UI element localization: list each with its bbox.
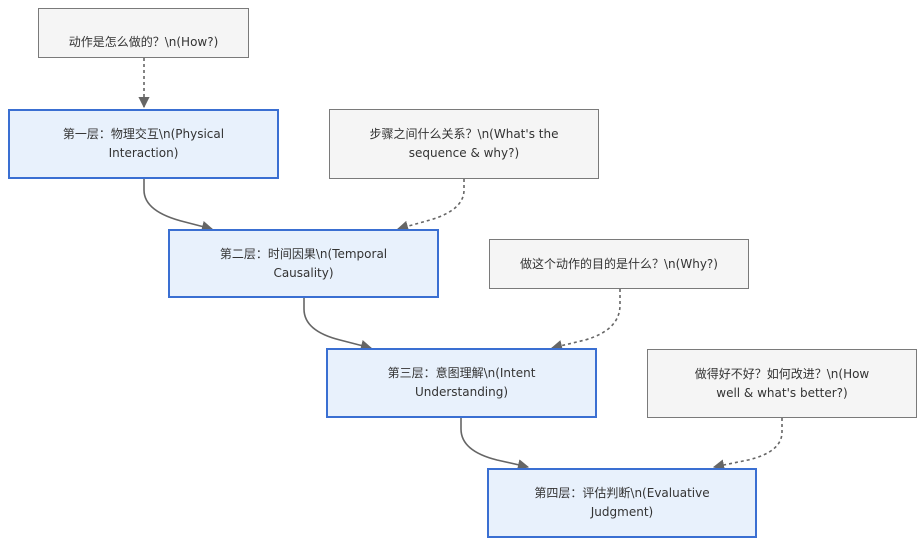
layer1-text-line1: 第一层：物理交互\n(Physical bbox=[62, 127, 225, 141]
layer4-text-line2: Judgment) bbox=[590, 505, 654, 519]
question-how-well-label: 做得好不好？如何改进？\n(How well & what's better?) bbox=[695, 365, 870, 403]
edge-layer2-to-layer3 bbox=[303, 298, 373, 351]
layer-node-intent-understanding: 第三层：意图理解\n(Intent Understanding) bbox=[326, 348, 597, 418]
question-how-well-text-line1: 做得好不好？如何改进？\n(How bbox=[694, 366, 870, 381]
question-node-sequence: 步骤之间什么关系？\n(What's the sequence & why?) bbox=[329, 109, 599, 179]
edge-sequence-to-layer2 bbox=[396, 179, 465, 232]
edge-layer1-to-layer2 bbox=[143, 179, 214, 232]
layer1-label: 第一层：物理交互\n(Physical Interaction) bbox=[63, 125, 224, 163]
edge-howwell-to-layer4 bbox=[712, 418, 783, 471]
layer2-text-line2: Causality) bbox=[273, 265, 334, 280]
edge-why-to-layer3 bbox=[550, 289, 621, 352]
layer3-text-line2: Understanding) bbox=[414, 385, 509, 399]
layer-node-evaluative-judgment: 第四层：评估判断\n(Evaluative Judgment) bbox=[487, 468, 757, 538]
layer2-label: 第二层：时间因果\n(Temporal Causality) bbox=[220, 245, 387, 283]
question-node-how: 动作是怎么做的？\n(How?) bbox=[38, 8, 249, 58]
question-sequence-text-line2: sequence & why?) bbox=[408, 146, 520, 160]
question-why-label: 做这个动作的目的是什么？\n(Why?) bbox=[520, 255, 718, 274]
question-how-text: 动作是怎么做的？\n(How?) bbox=[68, 35, 219, 49]
question-sequence-text-line1: 步骤之间什么关系？\n(What's the bbox=[369, 127, 559, 141]
layer3-text-line1: 第三层：意图理解\n(Intent bbox=[387, 366, 536, 380]
question-how-well-text-line2: well & what's better?) bbox=[716, 385, 848, 400]
edge-layer3-to-layer4 bbox=[460, 418, 530, 471]
layer-node-temporal-causality: 第二层：时间因果\n(Temporal Causality) bbox=[168, 229, 439, 298]
question-node-how-well: 做得好不好？如何改进？\n(How well & what's better?) bbox=[647, 349, 917, 418]
layer1-text-line2: Interaction) bbox=[108, 146, 179, 160]
question-why-text: 做这个动作的目的是什么？\n(Why?) bbox=[520, 256, 718, 271]
layer3-label: 第三层：意图理解\n(Intent Understanding) bbox=[388, 364, 536, 402]
question-sequence-label: 步骤之间什么关系？\n(What's the sequence & why?) bbox=[370, 125, 559, 163]
layer-node-physical-interaction: 第一层：物理交互\n(Physical Interaction) bbox=[8, 109, 279, 179]
layer4-label: 第四层：评估判断\n(Evaluative Judgment) bbox=[534, 484, 709, 522]
question-node-why: 做这个动作的目的是什么？\n(Why?) bbox=[489, 239, 749, 289]
question-node-how-label: 动作是怎么做的？\n(How?) bbox=[69, 14, 219, 52]
layer4-text-line1: 第四层：评估判断\n(Evaluative bbox=[534, 486, 710, 500]
layer2-text-line1: 第二层：时间因果\n(Temporal bbox=[219, 246, 388, 261]
